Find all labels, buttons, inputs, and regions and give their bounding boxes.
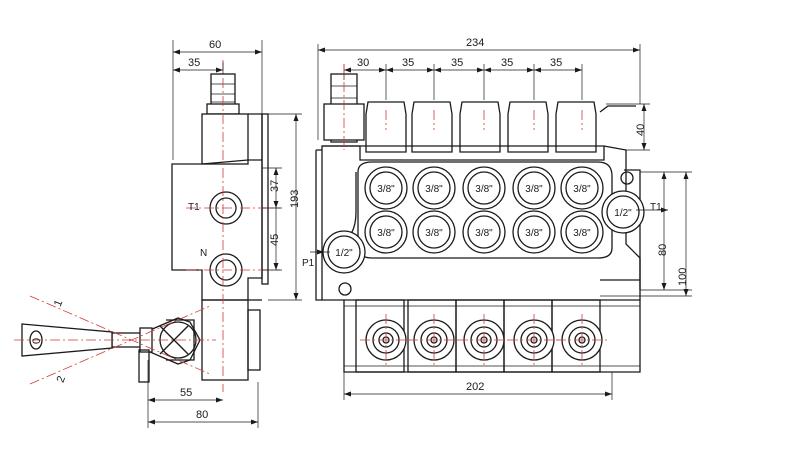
spool-knob (508, 314, 560, 366)
spool-knob (458, 314, 510, 366)
mount-hole-top (620, 171, 634, 185)
work-port-label: 3/8" (475, 184, 493, 195)
work-port-label: 3/8" (573, 184, 591, 195)
dim-pitch-1: 35 (402, 57, 414, 69)
label-neutral: N (200, 248, 207, 259)
work-port-label: 3/8" (425, 184, 443, 195)
lever-handle (21, 323, 113, 357)
side-cap (201, 113, 249, 165)
inlet-port-label: 1/2" (335, 248, 353, 259)
front-centerlines (343, 64, 583, 150)
work-port: 3/8" (512, 166, 556, 210)
work-port: 3/8" (412, 210, 456, 254)
work-port: 3/8" (462, 166, 506, 210)
dim-cap-height: 40 (635, 124, 647, 136)
label-pos-2: 2 (55, 374, 68, 384)
dim-side-pitch-1: 37 (269, 180, 281, 192)
spool-knob (360, 314, 412, 366)
label-pos-0: 0 (31, 338, 43, 344)
work-port: 3/8" (364, 166, 408, 210)
side-dimensions: 60 35 193 37 45 55 80 (147, 39, 302, 428)
side-body (171, 159, 263, 301)
dim-pitch-4: 35 (550, 57, 562, 69)
dim-side-height: 193 (289, 190, 301, 208)
dim-front-width: 234 (466, 37, 484, 49)
spool-knob (556, 314, 608, 366)
label-tank-side: T1 (188, 202, 200, 213)
work-port-label: 3/8" (425, 228, 443, 239)
mount-hole-bottom (338, 282, 352, 296)
dim-side-pitch-2: 45 (269, 234, 281, 246)
label-tank-front: T1 (650, 202, 662, 213)
work-port-label: 3/8" (525, 228, 543, 239)
outlet-port-label: 1/2" (614, 208, 632, 219)
side-view: T1 N 1 0 2 (14, 60, 280, 392)
label-pressure: P1 (302, 258, 315, 269)
spool-caps (365, 101, 636, 153)
outlet-port: 1/2" (601, 190, 645, 234)
work-port-label: 3/8" (573, 228, 591, 239)
work-port-label: 3/8" (377, 228, 395, 239)
work-port-label: 3/8" (525, 184, 543, 195)
spool-knob (408, 314, 460, 366)
front-view (315, 73, 641, 373)
dim-lever-span: 80 (196, 409, 208, 421)
work-port: 3/8" (560, 166, 604, 210)
dim-pitch-3: 35 (501, 57, 513, 69)
dim-lever-offset: 55 (180, 387, 192, 399)
lower-knobs (360, 314, 608, 366)
work-port: 3/8" (560, 210, 604, 254)
work-port: 3/8" (462, 210, 506, 254)
work-port-label: 3/8" (475, 228, 493, 239)
dim-pitch-2: 35 (451, 57, 463, 69)
front-dimensions: 234 30 35 35 35 35 40 80 (310, 37, 692, 400)
work-port: 3/8" (364, 210, 408, 254)
ports-layer: 3/8" 3/8" 3/8" 3/8" 3/8" 3/8" 3/8" 3/8" 3/8" 3/8"… (322, 166, 645, 274)
dim-outlet-2: 100 (677, 268, 689, 286)
dim-mount-width: 202 (466, 381, 484, 393)
label-pos-1: 1 (52, 298, 65, 308)
dim-first-pitch: 30 (357, 57, 369, 69)
work-port-label: 3/8" (377, 184, 395, 195)
dim-side-top-offset: 35 (188, 57, 200, 69)
work-port: 3/8" (512, 210, 556, 254)
dim-side-width: 60 (209, 39, 221, 51)
work-port: 3/8" (412, 166, 456, 210)
dim-outlet-1: 80 (657, 244, 669, 256)
